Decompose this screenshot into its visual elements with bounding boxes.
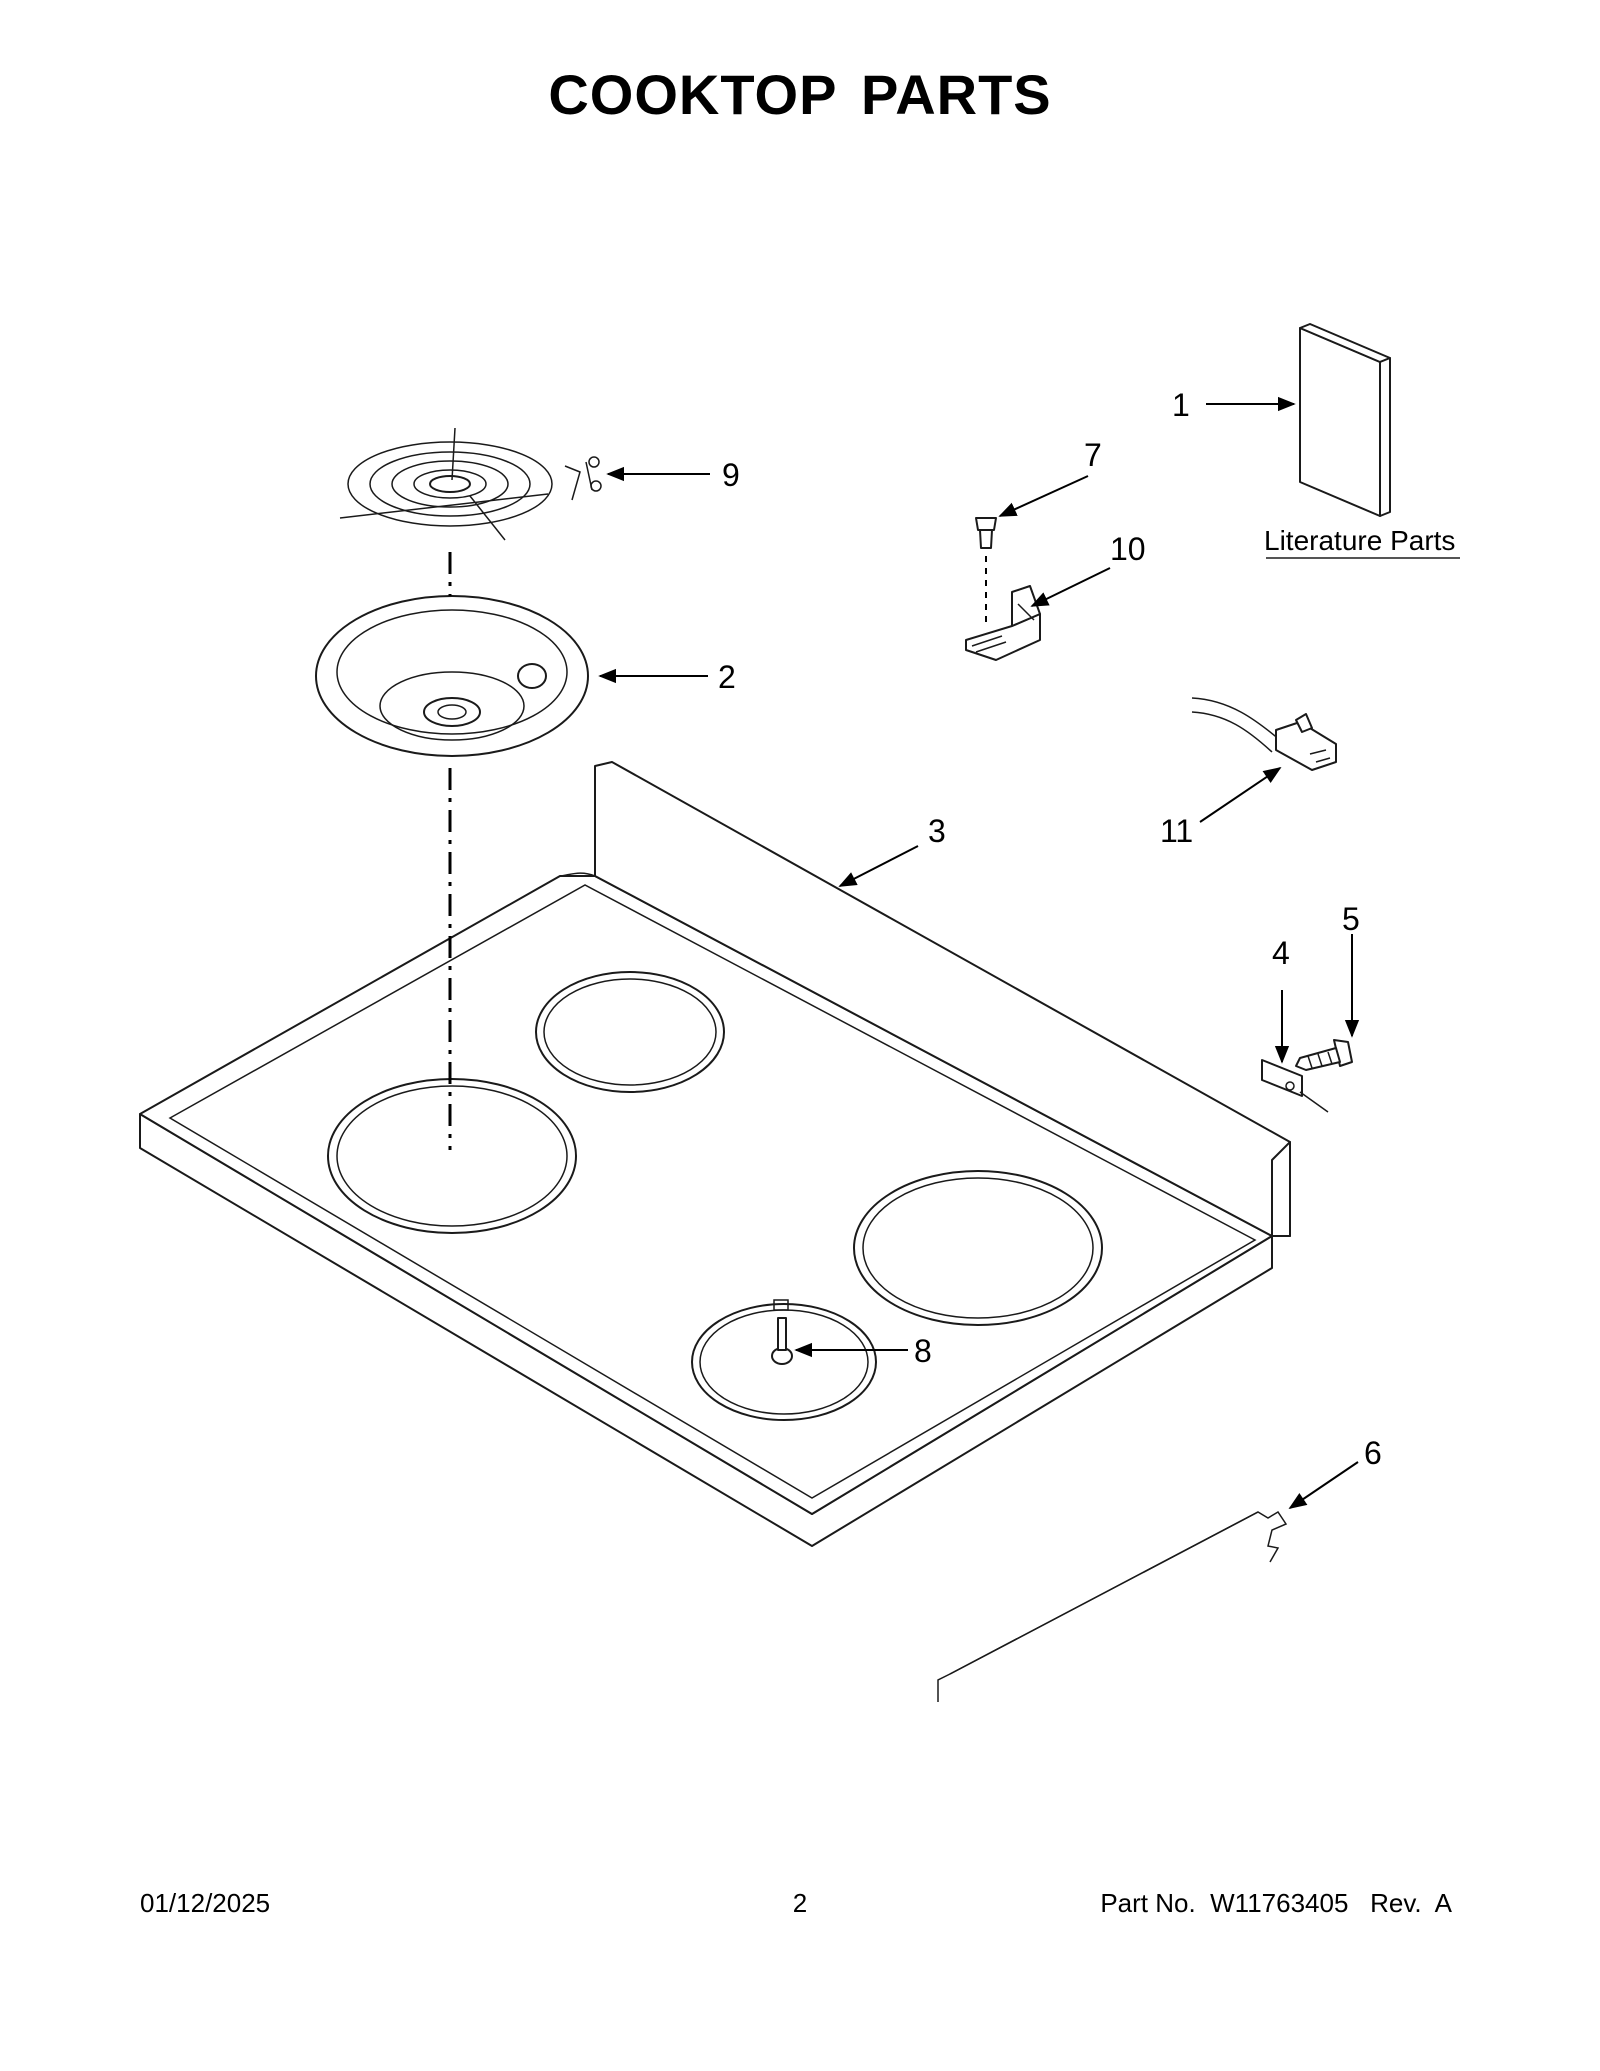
drip-bowl[interactable] (315, 595, 589, 757)
callout-9: 9 (722, 457, 740, 493)
callout-6: 6 (1364, 1435, 1382, 1471)
footer-part-number: Part No. W11763405 Rev. A (1100, 1888, 1452, 1918)
leader-7 (998, 475, 1089, 517)
screw-5[interactable] (1295, 1039, 1353, 1071)
bracket-10[interactable] (965, 585, 1041, 661)
callout-11: 11 (1160, 813, 1193, 849)
leader-11 (1199, 766, 1282, 823)
callout-1: 1 (1172, 387, 1190, 423)
literature-booklet[interactable] (1299, 323, 1391, 517)
leader-10 (1030, 567, 1111, 607)
callout-10: 10 (1110, 531, 1146, 567)
surface-element-coil[interactable] (339, 427, 602, 541)
leader-3 (838, 845, 919, 887)
footer-date: 01/12/2025 (140, 1888, 271, 1918)
clip-4[interactable] (1261, 1059, 1329, 1113)
callout-3: 3 (928, 813, 946, 849)
wire-harness-11[interactable] (1191, 697, 1337, 771)
callout-4: 4 (1272, 935, 1290, 971)
leader-6 (1288, 1461, 1359, 1510)
screw-7[interactable] (975, 517, 997, 549)
callout-8: 8 (914, 1333, 932, 1369)
footer-page-number: 2 (792, 1888, 808, 1918)
callout-5: 5 (1342, 901, 1360, 937)
page-title: COOKTOP PARTS (548, 63, 1052, 126)
support-rod-6[interactable] (937, 1510, 1288, 1702)
literature-parts-label: Literature Parts (1264, 525, 1455, 556)
callout-7: 7 (1084, 437, 1102, 473)
screw-8[interactable] (771, 1317, 793, 1365)
cooktop-panel[interactable] (139, 761, 1291, 1547)
callout-2: 2 (718, 659, 736, 695)
